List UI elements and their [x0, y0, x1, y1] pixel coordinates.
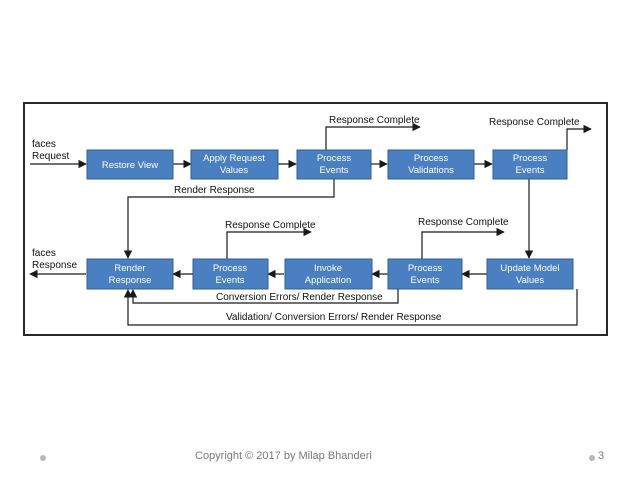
node-label: Render	[114, 263, 145, 274]
edge-label-validation-errors: Validation/ Conversion Errors/ Render Re…	[226, 312, 442, 323]
node-invoke-application	[284, 258, 373, 290]
faces-response-label: faces	[32, 248, 56, 259]
node-label: Invoke	[314, 263, 342, 274]
node-process-events-4	[387, 258, 463, 290]
node-process-validations	[387, 149, 475, 180]
faces-request-label: Request	[32, 151, 69, 162]
node-label: Process	[414, 153, 449, 164]
edge-validation-errors	[123, 289, 578, 326]
node-label: Apply Request	[203, 153, 265, 164]
node-label: Values	[516, 275, 545, 286]
node-label: Events	[215, 275, 244, 286]
node-label: Process	[213, 263, 248, 274]
node-apply-request-values	[190, 149, 279, 180]
footer-bullet-right	[589, 455, 595, 461]
node-process-events-2	[492, 149, 568, 180]
faces-request-label: faces	[32, 139, 56, 150]
footer-copyright: Copyright © 2017 by Milap Bhanderi	[195, 450, 372, 462]
diagram-frame	[23, 102, 608, 336]
node-label: Process	[408, 263, 443, 274]
node-label: Values	[220, 165, 249, 176]
edge-label-conversion-errors: Conversion Errors/ Render Response	[216, 292, 383, 303]
node-label: Process	[317, 153, 352, 164]
node-process-events-1	[296, 149, 372, 180]
edge-pe3-response-complete	[226, 227, 312, 259]
node-update-model-values	[486, 258, 574, 290]
edge-label-response-complete: Response Complete	[489, 117, 580, 128]
edge-label-render-response: Render Response	[174, 185, 255, 196]
page-number: 3	[598, 450, 605, 462]
edge-label-response-complete: Response Complete	[418, 217, 509, 228]
edge-pe1-response-complete	[325, 122, 421, 150]
nodes	[86, 149, 574, 290]
node-restore-view	[86, 149, 174, 180]
node-label: Events	[515, 165, 544, 176]
node-label: Response	[109, 275, 152, 286]
node-process-events-3	[192, 258, 269, 290]
node-label: Update Model	[500, 263, 559, 274]
edge-label-response-complete: Response Complete	[225, 220, 316, 231]
edge-pe4-response-complete	[421, 227, 505, 259]
node-label: Events	[319, 165, 348, 176]
node-render-response	[86, 258, 174, 290]
node-label: Application	[305, 275, 351, 286]
node-label: Restore View	[102, 160, 158, 171]
footer-bullet-left	[40, 455, 46, 461]
node-label: Process	[513, 153, 548, 164]
edge-pe1-render-response	[123, 179, 335, 259]
edge-label-response-complete: Response Complete	[329, 115, 420, 126]
faces-response-label: Response	[32, 260, 77, 271]
node-label: Validations	[408, 165, 454, 176]
edge-conversion-errors	[128, 289, 399, 304]
edge-pe2-response-complete	[566, 124, 592, 150]
node-label: Events	[410, 275, 439, 286]
